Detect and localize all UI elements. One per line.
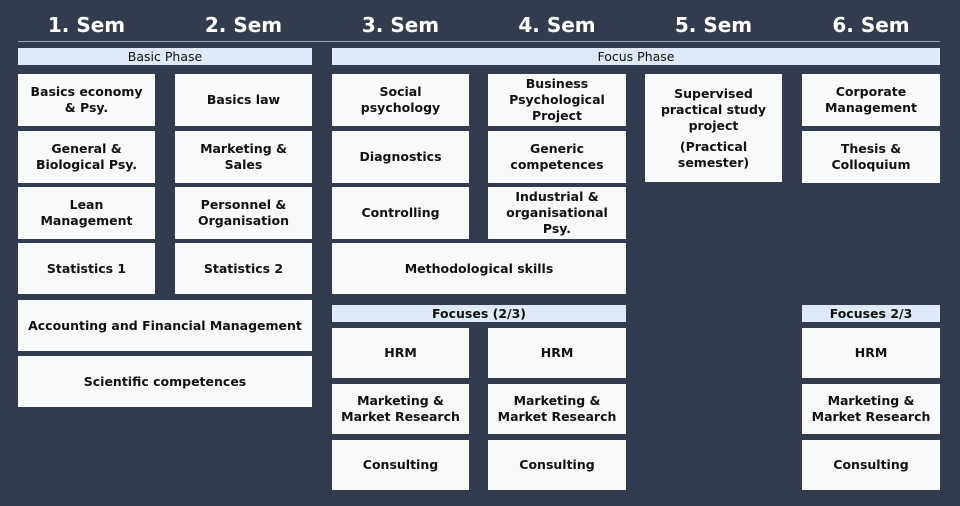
module-basics-economy: Basics economy & Psy.: [18, 74, 155, 126]
module-label: Controlling: [361, 205, 440, 220]
module-label: HRM: [540, 345, 574, 360]
module-methodological-skills: Methodological skills: [332, 243, 626, 294]
module-label: Marketing & Sales: [200, 141, 287, 172]
module-label: Diagnostics: [359, 149, 442, 164]
module-label: Statistics 1: [46, 260, 127, 276]
module-label: Consulting: [519, 457, 595, 472]
module-label: Statistics 2: [203, 260, 284, 276]
focus-consulting-sem4: Consulting: [488, 440, 626, 490]
module-label: Basics economy & Psy.: [30, 84, 143, 115]
module-industrial-psy: Industrial & organisational Psy.: [488, 187, 626, 239]
module-label: Methodological skills: [404, 260, 554, 276]
module-corporate-management: Corporate Management: [802, 74, 940, 126]
module-label: Basics law: [206, 92, 281, 107]
semester-header-1: 1. Sem: [47, 13, 126, 37]
module-label: Marketing & Market Research: [341, 393, 460, 424]
focuses-header: Focuses (2/3): [332, 305, 626, 322]
module-statistics-1: Statistics 1: [18, 243, 155, 294]
module-label: Business Psychological Project: [509, 76, 605, 123]
module-label: Lean Management: [40, 197, 133, 228]
focuses-sem6-header: Focuses 2/3: [802, 305, 940, 322]
focus-hrm-sem6: HRM: [802, 328, 940, 378]
module-label: Personnel & Organisation: [198, 197, 289, 228]
focus-consulting-sem3: Consulting: [332, 440, 469, 490]
focus-consulting-sem6: Consulting: [802, 440, 940, 490]
module-label: Consulting: [362, 457, 439, 472]
module-supervised-project: Supervised practical study project (Prac…: [645, 74, 782, 182]
module-label: Accounting and Financial Management: [28, 317, 302, 333]
module-label: Industrial & organisational Psy.: [506, 189, 608, 236]
focus-hrm-sem4: HRM: [488, 328, 626, 378]
module-diagnostics: Diagnostics: [332, 131, 469, 183]
module-label: Consulting: [833, 457, 909, 472]
focus-marketing-sem3: Marketing & Market Research: [332, 384, 469, 434]
module-controlling: Controlling: [332, 187, 469, 239]
module-label: Scientific competences: [83, 373, 247, 389]
module-label: Social psychology: [360, 84, 441, 115]
module-label: HRM: [854, 345, 888, 360]
semester-header-4: 4. Sem: [518, 13, 596, 37]
module-generic-competences: Generic competences: [488, 131, 626, 183]
focus-phase-header: Focus Phase: [332, 48, 940, 65]
module-label: Thesis & Colloquium: [831, 141, 911, 172]
module-thesis-colloquium: Thesis & Colloquium: [802, 131, 940, 183]
module-business-project: Business Psychological Project: [488, 74, 626, 126]
module-lean-management: Lean Management: [18, 187, 155, 239]
focus-hrm-sem3: HRM: [332, 328, 469, 378]
module-basics-law: Basics law: [175, 74, 312, 126]
focus-marketing-sem4: Marketing & Market Research: [488, 384, 626, 434]
module-label: HRM: [384, 345, 417, 360]
semester-header-5: 5. Sem: [674, 13, 753, 37]
header-divider: [18, 41, 940, 42]
module-statistics-2: Statistics 2: [175, 243, 312, 294]
module-label: Marketing & Market Research: [497, 393, 617, 424]
module-general-biological: General & Biological Psy.: [18, 131, 155, 183]
focus-marketing-sem6: Marketing & Market Research: [802, 384, 940, 434]
module-label: General & Biological Psy.: [35, 141, 138, 172]
module-personnel-organisation: Personnel & Organisation: [175, 187, 312, 239]
module-social-psychology: Social psychology: [332, 74, 469, 126]
module-note: (Practical semester): [677, 138, 750, 170]
module-marketing-sales: Marketing & Sales: [175, 131, 312, 183]
module-label: Supervised practical study project: [660, 85, 767, 133]
basic-phase-header: Basic Phase: [18, 48, 312, 65]
semester-header-3: 3. Sem: [361, 13, 440, 37]
semester-header-6: 6. Sem: [832, 13, 910, 37]
module-label: Corporate Management: [824, 84, 917, 115]
module-scientific-competences: Scientific competences: [18, 356, 312, 407]
module-label: Marketing & Market Research: [811, 393, 931, 424]
module-label: Generic competences: [510, 141, 604, 172]
module-accounting: Accounting and Financial Management: [18, 300, 312, 351]
semester-header-2: 2. Sem: [204, 13, 283, 37]
